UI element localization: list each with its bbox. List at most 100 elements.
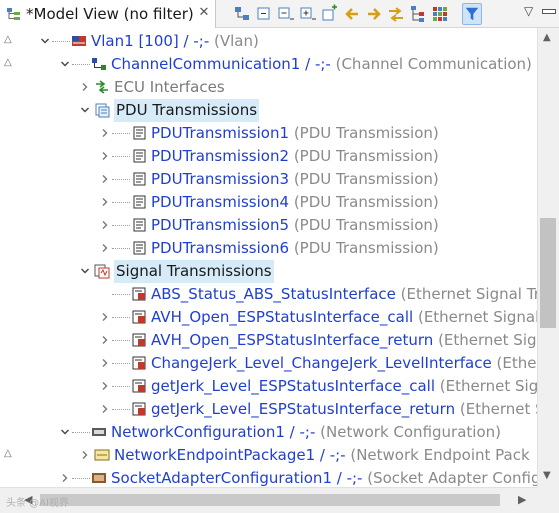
tree-row[interactable]: SocketAdapterConfiguration1 / -;- (Socke… xyxy=(0,467,537,487)
tree-node-label[interactable]: getJerk_Level_ESPStatusInterface_return … xyxy=(151,398,537,421)
sync-icon[interactable] xyxy=(386,3,406,25)
chevron-down-icon[interactable] xyxy=(60,59,70,69)
tree-node-label[interactable]: Signal Transmissions xyxy=(114,260,274,283)
signal-icon xyxy=(132,310,146,324)
chevron-right-icon[interactable] xyxy=(100,174,110,184)
tree-node-label[interactable]: ChannelCommunication1 / -;- (Channel Com… xyxy=(111,53,532,76)
close-icon[interactable]: ✕ xyxy=(198,5,210,20)
tree-row[interactable]: PDUTransmission1 (PDU Transmission) xyxy=(0,122,537,145)
tree-row[interactable]: NetworkEndpointPackage1 / -;- (Network E… xyxy=(0,444,537,467)
node-name: PDUTransmission3 xyxy=(151,170,290,188)
tree-node-label[interactable]: AVH_Open_ESPStatusInterface_return (Ethe… xyxy=(151,329,537,352)
model-tree[interactable]: Vlan1 [100] / -;- (Vlan)ChannelCommunica… xyxy=(0,28,537,487)
chevron-right-icon[interactable] xyxy=(100,220,110,230)
model-view-tab[interactable]: *Model View (no filter) ✕ xyxy=(0,0,216,28)
chevron-right-icon[interactable] xyxy=(100,335,110,345)
node-type: (Vlan) xyxy=(214,32,259,50)
tree-row[interactable]: ChannelCommunication1 / -;- (Channel Com… xyxy=(0,53,537,76)
tree-node-label[interactable]: PDUTransmission3 (PDU Transmission) xyxy=(151,168,439,191)
chevron-right-icon[interactable] xyxy=(80,82,90,92)
scroll-down-icon[interactable]: ▼ xyxy=(543,470,551,481)
tree-node-label[interactable]: NetworkEndpointPackage1 / -;- (Network E… xyxy=(114,444,530,467)
collapse-all-icon[interactable] xyxy=(254,3,274,25)
tree-row[interactable]: PDUTransmission4 (PDU Transmission) xyxy=(0,191,537,214)
chevron-right-icon[interactable] xyxy=(60,473,70,483)
node-name: PDUTransmission1 xyxy=(151,124,290,142)
socket-adapter-icon xyxy=(92,473,106,483)
tree-node-label[interactable]: ECU Interfaces xyxy=(114,76,225,99)
collapse-level-icon[interactable] xyxy=(276,3,296,25)
tree-node-label[interactable]: getJerk_Level_ESPStatusInterface_call (E… xyxy=(151,375,537,398)
forward-arrow-icon[interactable] xyxy=(364,3,384,25)
tree-node-label[interactable]: PDUTransmission2 (PDU Transmission) xyxy=(151,145,439,168)
expand-level-icon[interactable] xyxy=(298,3,318,25)
tree-row[interactable]: PDUTransmission6 (PDU Transmission) xyxy=(0,237,537,260)
chevron-right-icon[interactable] xyxy=(100,128,110,138)
node-type: (Ethernet Signal Tran xyxy=(400,285,537,303)
link-editor-icon[interactable] xyxy=(232,3,252,25)
tree-node-label[interactable]: ChangeJerk_Level_ChangeJerk_LevelInterfa… xyxy=(151,352,537,375)
tree-row[interactable]: PDUTransmission3 (PDU Transmission) xyxy=(0,168,537,191)
tree-node-label[interactable]: AVH_Open_ESPStatusInterface_call (Ethern… xyxy=(151,306,537,329)
chevron-right-icon[interactable] xyxy=(100,197,110,207)
chevron-right-icon[interactable] xyxy=(100,358,110,368)
tree-row[interactable]: getJerk_Level_ESPStatusInterface_call (E… xyxy=(0,375,537,398)
new-element-icon[interactable] xyxy=(320,3,340,25)
horizontal-scrollbar[interactable]: ◀ ▶ xyxy=(0,487,537,513)
tree-row[interactable]: ABS_Status_ABS_StatusInterface (Ethernet… xyxy=(0,283,537,306)
scroll-up-icon[interactable]: ▲ xyxy=(543,32,551,43)
tree-row[interactable]: ECU Interfaces xyxy=(0,76,537,99)
tree-node-label[interactable]: PDUTransmission6 (PDU Transmission) xyxy=(151,237,439,260)
tree-connector xyxy=(112,248,130,250)
pdu-icon xyxy=(133,126,146,140)
tree-row[interactable]: PDUTransmission5 (PDU Transmission) xyxy=(0,214,537,237)
vertical-scroll-thumb[interactable] xyxy=(540,218,556,328)
filter-icon[interactable] xyxy=(462,3,482,25)
tree-row[interactable]: getJerk_Level_ESPStatusInterface_return … xyxy=(0,398,537,421)
chevron-down-icon[interactable] xyxy=(80,266,90,276)
tree-node-label[interactable]: NetworkConfiguration1 / -;- (Network Con… xyxy=(111,421,501,444)
node-type: (Network Endpoint Pack xyxy=(350,446,530,464)
view-title: *Model View (no filter) xyxy=(26,5,194,23)
tree-node-label[interactable]: SocketAdapterConfiguration1 / -;- (Socke… xyxy=(111,467,537,487)
tree-row[interactable]: Vlan1 [100] / -;- (Vlan) xyxy=(0,30,537,53)
scroll-left-icon[interactable]: ◀ xyxy=(24,493,33,506)
view-menu-icon[interactable]: ▽ xyxy=(524,4,534,18)
tree-connector xyxy=(112,225,130,227)
tree-node-label[interactable]: PDUTransmission5 (PDU Transmission) xyxy=(151,214,439,237)
tree-row[interactable]: AVH_Open_ESPStatusInterface_call (Ethern… xyxy=(0,306,537,329)
tree-node-label[interactable]: PDU Transmissions xyxy=(114,99,260,122)
tree-row[interactable]: PDU Transmissions xyxy=(0,99,537,122)
chevron-right-icon[interactable] xyxy=(80,450,90,460)
chevron-right-icon[interactable] xyxy=(100,243,110,253)
node-name: PDUTransmission2 xyxy=(151,147,290,165)
back-arrow-icon[interactable] xyxy=(342,3,362,25)
tree-node-label[interactable]: Vlan1 [100] / -;- (Vlan) xyxy=(91,30,259,53)
tree-row[interactable]: AVH_Open_ESPStatusInterface_return (Ethe… xyxy=(0,329,537,352)
vertical-scrollbar[interactable]: ▲ ▼ xyxy=(537,28,559,487)
chevron-right-icon[interactable] xyxy=(100,404,110,414)
endpoint-package-icon xyxy=(94,449,110,461)
pdu-icon xyxy=(133,172,146,186)
chevron-down-icon[interactable] xyxy=(80,105,90,115)
tree-node-label[interactable]: PDUTransmission1 (PDU Transmission) xyxy=(151,122,439,145)
tree-row[interactable]: NetworkConfiguration1 / -;- (Network Con… xyxy=(0,421,537,444)
tree-row[interactable]: PDUTransmission2 (PDU Transmission) xyxy=(0,145,537,168)
node-type: (PDU Transmission) xyxy=(293,193,439,211)
chevron-right-icon[interactable] xyxy=(100,151,110,161)
tree-row[interactable]: ChangeJerk_Level_ChangeJerk_LevelInterfa… xyxy=(0,352,537,375)
scroll-right-icon[interactable]: ▶ xyxy=(518,493,527,506)
tree-node-label[interactable]: ABS_Status_ABS_StatusInterface (Ethernet… xyxy=(151,283,537,306)
grid-view-icon[interactable] xyxy=(430,3,450,25)
tree-node-label[interactable]: PDUTransmission4 (PDU Transmission) xyxy=(151,191,439,214)
chevron-right-icon[interactable] xyxy=(100,381,110,391)
chevron-down-icon[interactable] xyxy=(40,36,50,46)
chevron-right-icon[interactable] xyxy=(100,312,110,322)
tree-connector xyxy=(112,156,130,158)
tree-row[interactable]: Signal Transmissions xyxy=(0,260,537,283)
hierarchy-icon[interactable] xyxy=(408,3,428,25)
network-config-icon xyxy=(92,428,106,436)
chevron-down-icon[interactable] xyxy=(60,427,70,437)
horizontal-scroll-thumb[interactable] xyxy=(40,494,500,506)
minimize-icon[interactable] xyxy=(542,9,556,14)
